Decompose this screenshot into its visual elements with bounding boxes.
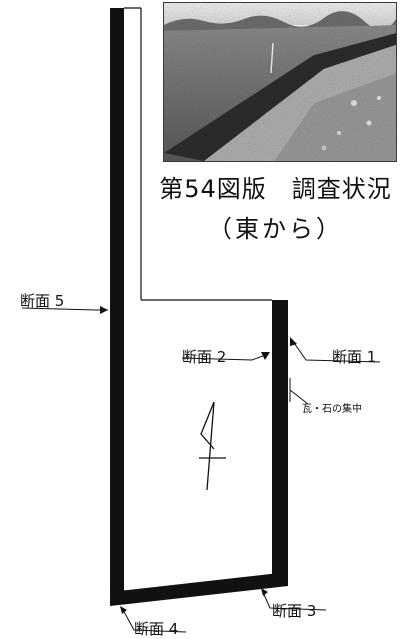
- section-1-label: 断面 1: [332, 348, 377, 366]
- section-5-label: 断面 5: [20, 292, 65, 310]
- north-arrow-icon: [199, 401, 226, 491]
- leader-section-4: [121, 607, 187, 633]
- section-4-label: 断面 4: [134, 620, 179, 638]
- leader-section-1: [291, 339, 381, 363]
- excavation-trench-photo: [164, 3, 396, 161]
- stone-concentration-label: 瓦・石の集中: [302, 404, 362, 415]
- site-photo: [163, 2, 397, 162]
- plate-caption-title: 第54図版 調査状況: [159, 175, 392, 203]
- plate-caption-subtitle: （東から）: [208, 215, 343, 243]
- trench-outline: [110, 7, 288, 606]
- leader-section-2: [181, 353, 269, 361]
- section-2-label: 断面 2: [182, 348, 227, 366]
- leader-section-3: [261, 589, 327, 611]
- section-3-label: 断面 3: [272, 602, 317, 620]
